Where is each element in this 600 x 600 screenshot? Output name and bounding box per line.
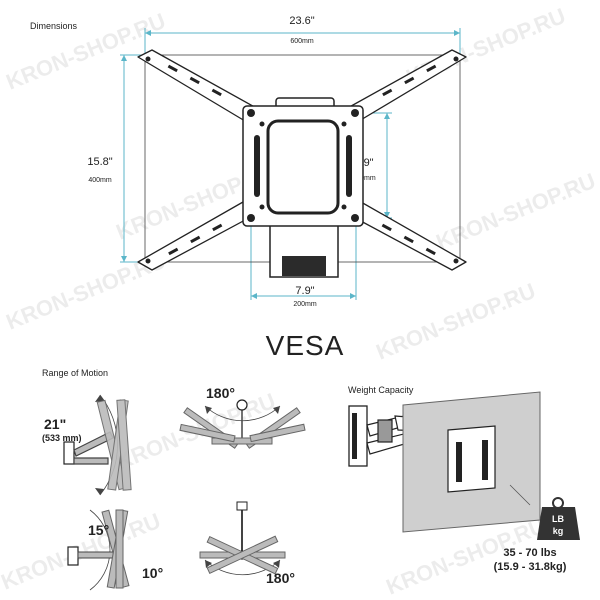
tilt-down-degrees-label: 10° [142, 565, 163, 581]
dimension-lines [120, 28, 461, 300]
swivel-bottom-illustration [199, 501, 286, 576]
weight-capacity-title: Weight Capacity [348, 385, 414, 395]
range-of-motion-title: Range of Motion [42, 368, 108, 378]
dimension-arrows [121, 30, 460, 299]
watermark-text: KRON-SHOP.RU [0, 508, 164, 595]
swivel-top-degrees-label: 180° [206, 385, 235, 401]
tilt-illustration [67, 509, 130, 591]
swivel-bottom-degrees-label: 180° [266, 570, 295, 586]
swivel-top-illustration [179, 399, 306, 449]
watermark-text: KRON-SHOP.RU [3, 8, 170, 95]
vesa-label: VESA [266, 330, 345, 361]
tilt-up-degrees-label: 15° [88, 522, 109, 538]
watermark-text: KRON-SHOP.RU [373, 278, 540, 365]
inner-horizontal-inches-label: 7.9" [295, 285, 314, 297]
weight-badge-kg: kg [553, 526, 564, 536]
dimensions-title: Dimensions [30, 21, 78, 31]
height-inches-label: 15.8" [87, 156, 112, 168]
extension-illustration [63, 394, 132, 496]
watermark-text: KRON-SHOP.RU [433, 168, 600, 255]
inner-vertical-mm-label: 200mm [352, 175, 376, 182]
width-inches-label: 23.6" [289, 15, 314, 27]
mount-bracket-illustration [137, 49, 467, 278]
weight-badge-lb: LB [552, 514, 564, 524]
weight-range-lbs: 35 - 70 lbs [503, 547, 556, 559]
extension-inches-label: 21" [44, 416, 66, 432]
inner-horizontal-mm-label: 200mm [293, 301, 317, 308]
extension-mm-label: (533 mm) [42, 433, 82, 443]
weight-range-kg: (15.9 - 31.8kg) [494, 561, 567, 573]
width-mm-label: 600mm [290, 38, 314, 45]
height-mm-label: 400mm [88, 177, 112, 184]
weight-capacity-illustration [348, 391, 580, 540]
